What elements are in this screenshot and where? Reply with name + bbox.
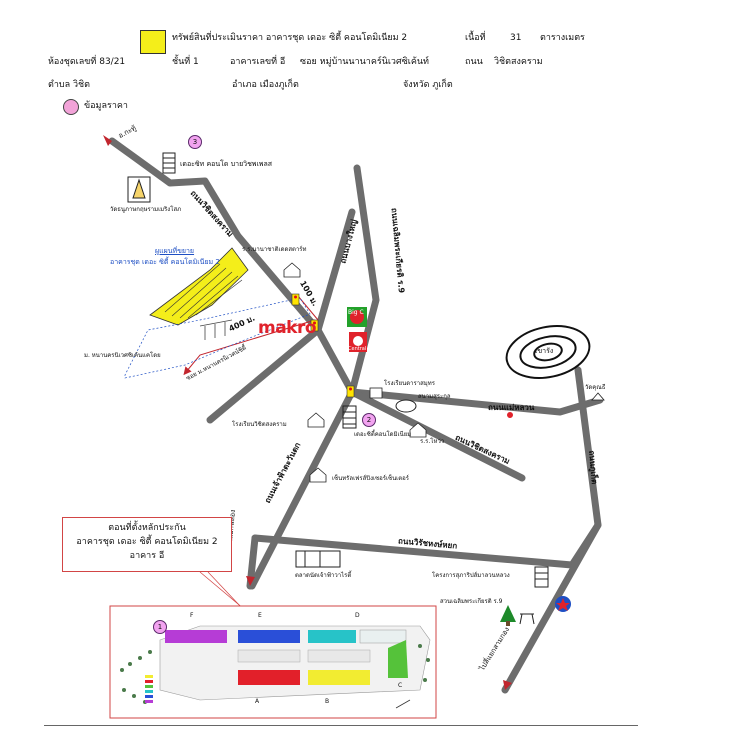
road-west-branch [206, 326, 322, 424]
price-marker-2: 2 [362, 413, 376, 427]
big-c-logo [347, 307, 367, 327]
park-tree-icon [500, 605, 535, 626]
makro-logo: makro [258, 318, 317, 338]
area-label: เนื้อที่ [465, 33, 486, 43]
route-line [183, 319, 316, 376]
area-unit: ตารางเมตร [540, 33, 585, 43]
floor-number: ชั้นที่ 1 [172, 57, 199, 67]
school-icons [283, 262, 427, 483]
label-plan-subtitle: อาคารชุด เดอะ ซิตี้ คอนโดมิเนียม 2 [110, 258, 220, 266]
label-market: ตลาดนัดเจ้าฟ้าวาไรตี้ [295, 572, 352, 579]
callout-line-3: อาคาร อี [129, 551, 165, 561]
road-wichit-east [348, 388, 526, 482]
arrow-samkong [503, 680, 512, 690]
tambon: ตำบล วิชิต [48, 80, 90, 90]
plan-label-a: A [255, 698, 260, 705]
area-value: 31 [510, 33, 522, 43]
condo-icon-3 [162, 152, 176, 174]
label-mountain: เขารัง [535, 347, 554, 355]
site-plan [109, 605, 437, 719]
site-small-buildings [199, 319, 233, 340]
road-label: ถนน [465, 57, 483, 67]
plan-label-b: B [325, 698, 330, 705]
plan-label-e: E [258, 612, 262, 619]
footer-divider [44, 725, 638, 726]
label-condo-bypass: เดอะซิท คอนโด บายวิชพเพลส [180, 160, 273, 168]
label-school-right: ร.ร.โหว่ว [420, 438, 445, 445]
temple-right-icon [591, 392, 605, 401]
province: จังหวัด ภูเก็ต [403, 80, 453, 90]
label-park: สวนเฉลิมพระเกียรติ ร.9 [440, 598, 503, 605]
label-school-phuket: โรงเรียนดาราสมุทร [384, 380, 435, 387]
arrow-kathu [103, 135, 112, 146]
plan-label-c: C [398, 682, 403, 689]
label-central: Central [348, 346, 367, 352]
road-mae-luan [348, 388, 604, 416]
label-big-c: Big C [348, 309, 364, 316]
site-plan-legend [145, 675, 153, 703]
gas-station-icon [555, 596, 571, 612]
subject-legend-swatch [140, 30, 166, 54]
plan-label-d: D [355, 612, 360, 619]
central-logo [349, 332, 367, 352]
label-school-wichit: โรงเรียนวิชิตสงคราม [232, 421, 287, 428]
traffic-lights [291, 293, 355, 398]
direction-arrows [103, 135, 512, 690]
label-temple-right: วัดคุณธี [585, 384, 606, 391]
road-chaloem [348, 164, 380, 396]
price-data-legend-dot [63, 99, 79, 115]
soi-name: ซอย หมู่บ้านนานาคร์นิเวศซิเค้นท์ [300, 57, 429, 67]
amphoe: อำเภอ เมืองภูเก็ต [232, 80, 299, 90]
collateral-callout: ตอนที่ตั้งหลักประกัน อาคารชุด เดอะ ซิตี้… [62, 517, 232, 572]
subject-parcel [149, 247, 249, 326]
arrow-chalong [246, 576, 255, 586]
label-stadium: สนามสุระกุล [418, 393, 451, 400]
stadium-icon [395, 399, 417, 413]
road-value: วิชิตสงคราม [494, 57, 543, 67]
callout-line-1: ตอนที่ตั้งหลักประกัน [108, 523, 186, 533]
price-marker-1: 1 [153, 620, 167, 634]
temple-icon [127, 176, 151, 203]
north-arrow [395, 699, 411, 709]
label-project-right: โครงการสุภาริปส์มาลวนหลวง [432, 572, 510, 579]
price-data-legend-text: ข้อมูลราคา [84, 101, 128, 111]
legend-subject-text: ทรัพย์สินที่ประเมินราคา อาคารชุด เดอะ ซิ… [172, 33, 408, 43]
road-bangyai [314, 208, 356, 334]
label-road-mae-luan: ถนนแม่หลวน [488, 403, 535, 412]
village-boundary [124, 297, 311, 379]
label-village-name: ม. หนานครนิเวศซิเค้นแคโดย [84, 352, 161, 359]
road-wirat [251, 534, 576, 569]
price-marker-3: 3 [188, 135, 202, 149]
label-school-intl: ร.ร.นานาชาติเดดสตาร์ท [242, 246, 307, 253]
label-plan-title: ผูแผนที่ขยาย [155, 247, 195, 255]
road-to-samkong [501, 521, 602, 694]
project-icon [534, 566, 549, 588]
market-icon [295, 550, 341, 568]
building-number: อาคารเลขที่ อี [230, 57, 286, 67]
plan-label-f: F [190, 612, 194, 619]
red-marker-icon [507, 412, 513, 418]
callout-line-2: อาคารชุด เดอะ ซิตี้ คอนโดมิเนียม 2 [76, 537, 218, 547]
mountain-contour [505, 325, 591, 379]
label-temple: วัดธนูภาษกฤษรามเมริงโสภ [110, 206, 182, 213]
condo-icon-2 [342, 405, 357, 429]
road-wichit-northwest [108, 137, 322, 334]
label-center-dev: เซ็นทรัลเฟรส์ปิงเซอร์เซ็นเตอร์ [332, 475, 409, 482]
label-condo-site: เดอะซิตี้คอนโดมิเนียม [354, 431, 412, 438]
room-number: ห้องชุดเลขที่ 83/21 [48, 57, 126, 67]
